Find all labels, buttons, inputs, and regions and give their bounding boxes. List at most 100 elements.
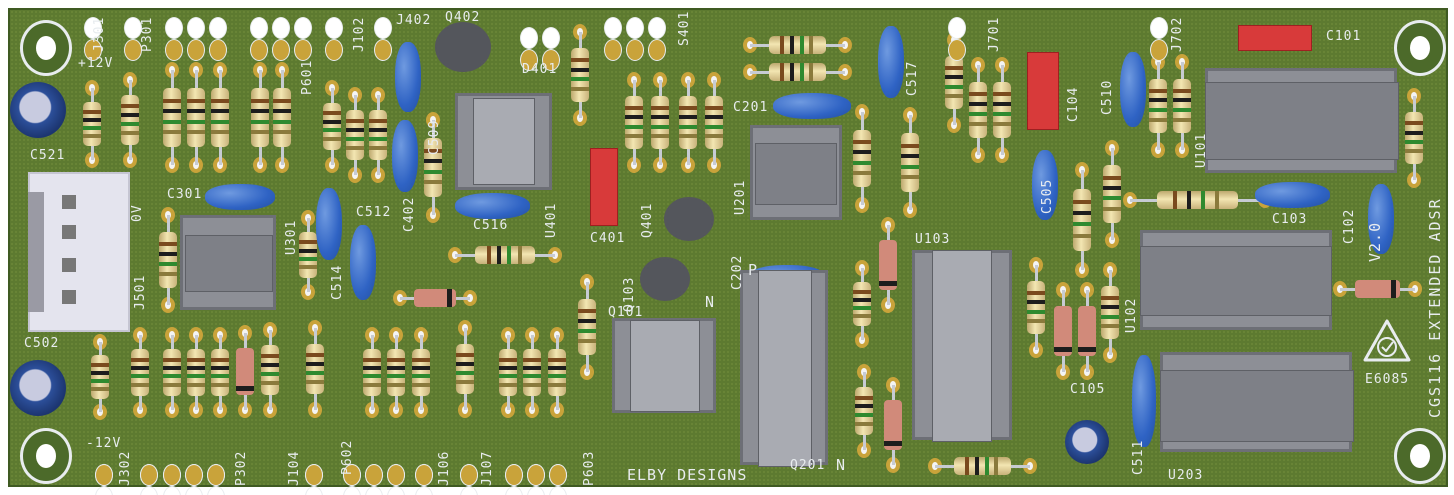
resistor-band bbox=[163, 365, 181, 370]
resistor-band bbox=[1073, 211, 1091, 216]
resistor-band bbox=[369, 119, 387, 124]
ceramic-capacitor bbox=[392, 120, 418, 192]
label-u102: U102 bbox=[1124, 297, 1139, 333]
resistor bbox=[651, 96, 669, 149]
resistor-band bbox=[369, 136, 387, 141]
header-pin bbox=[124, 39, 142, 61]
resistor-band bbox=[548, 357, 566, 362]
header-pin bbox=[520, 27, 538, 49]
resistor-band bbox=[625, 105, 643, 110]
solder-pad bbox=[348, 167, 362, 183]
header-pin bbox=[84, 17, 102, 39]
resistor-band bbox=[651, 105, 669, 110]
diode-band bbox=[1391, 280, 1396, 298]
resistor bbox=[306, 343, 324, 395]
label-q101: Q101 bbox=[608, 305, 644, 320]
resistor-band bbox=[187, 109, 205, 114]
resistor-band bbox=[523, 382, 541, 387]
label-j501: J501 bbox=[133, 274, 148, 310]
resistor-band bbox=[578, 309, 596, 314]
resistor-band bbox=[211, 98, 229, 103]
resistor-band bbox=[578, 339, 596, 344]
resistor bbox=[159, 232, 177, 288]
solder-pad bbox=[308, 402, 322, 418]
solder-pad bbox=[365, 402, 379, 418]
header-pin bbox=[520, 49, 538, 71]
resistor-band bbox=[131, 365, 149, 370]
label-q201: Q201 bbox=[790, 458, 826, 473]
resistor-band bbox=[187, 119, 205, 124]
label-c505: C505 bbox=[1040, 178, 1055, 214]
label-d401: D401 bbox=[522, 62, 558, 77]
resistor-band bbox=[901, 164, 919, 169]
header-pin bbox=[95, 464, 113, 486]
resistor-band bbox=[131, 374, 149, 379]
resistor bbox=[251, 88, 269, 147]
solder-pad bbox=[93, 404, 107, 420]
electrolytic-capacitor bbox=[10, 82, 66, 138]
resistor-band bbox=[1149, 108, 1167, 113]
resistor bbox=[323, 102, 341, 151]
label-c514: C514 bbox=[330, 264, 345, 300]
diode bbox=[879, 240, 897, 290]
solder-pad bbox=[263, 402, 277, 418]
label-u301: U301 bbox=[284, 219, 299, 255]
solder-pad bbox=[123, 152, 137, 168]
label-p603: P603 bbox=[582, 450, 597, 486]
solder-pad bbox=[681, 157, 695, 173]
header-pin bbox=[365, 464, 383, 486]
resistor-band bbox=[306, 361, 324, 366]
resistor-band bbox=[131, 382, 149, 387]
solder-pad bbox=[165, 402, 179, 418]
resistor-band bbox=[261, 380, 279, 385]
solder-pad bbox=[707, 157, 721, 173]
label-0v: 0V bbox=[130, 204, 145, 222]
header-pin bbox=[387, 486, 405, 495]
diode-band bbox=[447, 289, 452, 307]
label-j301: J301 bbox=[92, 16, 107, 52]
resistor-band bbox=[299, 265, 317, 270]
solder-pad bbox=[1103, 347, 1117, 363]
resistor-band bbox=[1214, 191, 1219, 209]
ic-body bbox=[1140, 246, 1332, 316]
resistor-band bbox=[548, 365, 566, 370]
transistor bbox=[435, 22, 491, 72]
resistor-band bbox=[323, 128, 341, 133]
header-pin bbox=[527, 464, 545, 486]
resistor-band bbox=[853, 313, 871, 318]
mounting-hole bbox=[20, 20, 72, 76]
diode-band bbox=[236, 386, 254, 392]
solder-pad bbox=[995, 147, 1009, 163]
solder-pad bbox=[85, 152, 99, 168]
resistor-band bbox=[993, 122, 1011, 127]
resistor bbox=[299, 232, 317, 278]
resistor-band bbox=[1103, 175, 1121, 180]
solder-pad bbox=[548, 247, 562, 263]
label-j702: J702 bbox=[1170, 16, 1185, 52]
resistor-band bbox=[507, 246, 512, 264]
header-pin bbox=[95, 486, 113, 495]
resistor bbox=[855, 386, 873, 436]
resistor-band bbox=[211, 119, 229, 124]
label-c502: C502 bbox=[24, 336, 60, 351]
label-c401: C401 bbox=[590, 231, 626, 246]
header-pin bbox=[948, 39, 966, 61]
resistor-band bbox=[251, 130, 269, 135]
connector-latch bbox=[28, 192, 44, 312]
resistor-band bbox=[211, 382, 229, 387]
resistor-band bbox=[363, 382, 381, 387]
solder-pad bbox=[1075, 262, 1089, 278]
resistor bbox=[679, 96, 697, 149]
solder-pad bbox=[855, 197, 869, 213]
resistor-band bbox=[299, 248, 317, 253]
resistor-band bbox=[1173, 191, 1178, 209]
ic-body bbox=[473, 98, 535, 185]
diode-band bbox=[1054, 347, 1072, 353]
resistor-band bbox=[901, 154, 919, 159]
header-pin bbox=[305, 486, 323, 495]
resistor bbox=[705, 96, 723, 149]
resistor bbox=[1173, 78, 1191, 134]
diode bbox=[884, 400, 902, 450]
resistor-band bbox=[705, 105, 723, 110]
solder-pad bbox=[389, 402, 403, 418]
